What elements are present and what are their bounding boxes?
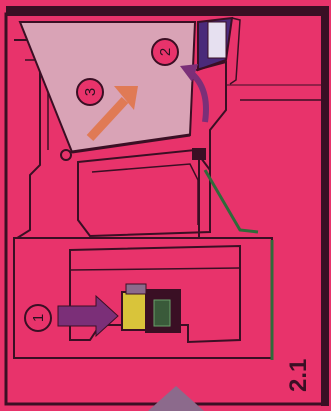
cover-strip: [208, 22, 226, 58]
cartridge-cap: [126, 284, 146, 294]
step-3-marker: 3: [77, 79, 103, 105]
cartridge-label: [154, 300, 170, 326]
step-1-marker: 1: [25, 305, 51, 331]
step-3-number: 3: [82, 88, 99, 96]
frame-right-bar: [321, 6, 329, 406]
step-2-marker: 2: [152, 39, 178, 65]
left-hinge: [61, 150, 71, 160]
figure-number: 2.1: [285, 359, 312, 392]
step-2-number: 2: [157, 48, 174, 56]
cartridge-yellow: [122, 292, 146, 330]
step-1-number: 1: [30, 314, 47, 322]
frame-top-bar: [6, 6, 325, 16]
